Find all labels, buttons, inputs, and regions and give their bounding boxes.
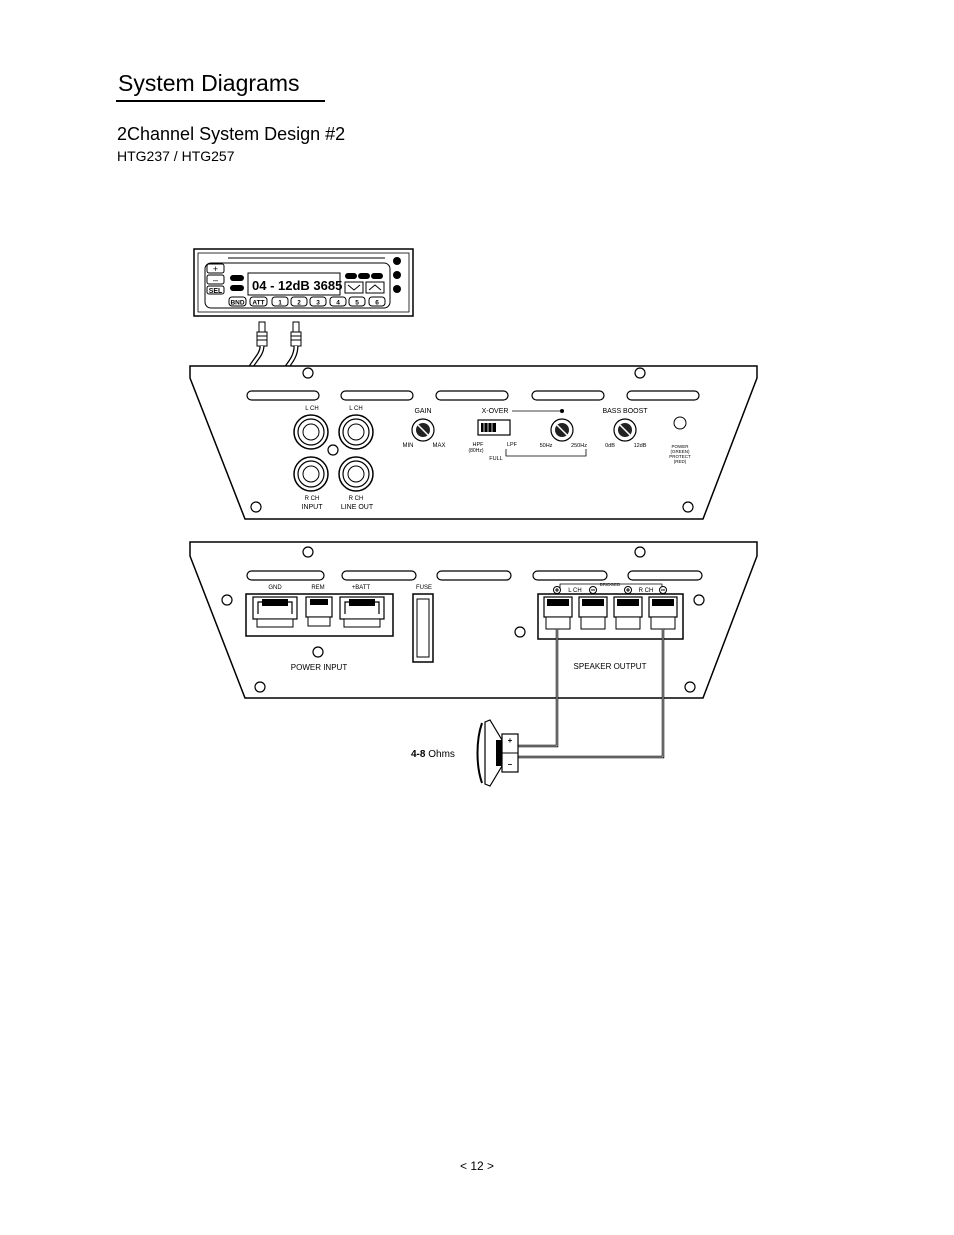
preset-3-label: 3 [316,300,320,307]
speaker-wires [518,629,665,759]
amplifier-terminal-panel: GND REM +BATT POWER INPUT FUSE BRIDGED [189,541,758,699]
batt-terminal[interactable] [339,596,385,628]
boost-low-label: 0dB [605,443,615,449]
speaker-terminal-r-plus[interactable] [613,596,643,630]
batt-label: +BATT [352,585,371,591]
section-title: 2Channel System Design #2 [117,124,346,144]
gain-max-label: MAX [432,443,445,449]
boost-high-label: 12dB [634,443,647,449]
impedance-unit: Ohms [425,749,454,760]
head-unit: + – SEL 04 - 12dB 3685 BND ATT 1 [193,248,414,317]
lineout-r-label: R CH [349,496,364,502]
led-red-label: (RED) [674,459,687,464]
xover-label: X-OVER [482,408,509,415]
gnd-label: GND [268,585,282,591]
rem-terminal[interactable] [305,596,333,627]
preset-6-label: 6 [375,300,379,307]
bnd-button-label: BND [230,300,244,307]
head-unit-button-row: BND ATT 1 2 3 4 5 6 [228,296,386,307]
line-out-label: LINE OUT [341,504,374,511]
bridged-label: BRIDGED [600,582,621,587]
bass-boost-label: BASS BOOST [602,408,648,415]
head-unit-display: 04 - 12dB 3685 [252,278,342,293]
input-l-label: L CH [305,406,318,412]
preset-1-label: 1 [278,300,282,307]
out-r-label: R CH [639,588,654,594]
model-numbers: HTG237 / HTG257 [117,148,235,164]
led-green-label: (GREEN) [671,449,691,454]
speaker-plus-label: + [508,736,513,745]
sel-button-label: SEL [209,288,223,295]
freq-high-label: 250Hz [571,443,587,449]
att-button-label: ATT [252,300,264,307]
impedance-value: 4-8 [411,749,426,760]
preset-4-label: 4 [336,300,340,307]
plus-button-label: + [213,264,218,274]
out-l-label: L CH [568,588,581,594]
hpf-freq-label: (80Hz) [468,448,483,454]
lpf-label: LPF [507,442,518,448]
hpf-label: HPF [473,442,485,448]
gnd-terminal[interactable] [252,596,298,628]
gain-min-label: MIN [403,443,414,449]
input-label: INPUT [302,504,324,511]
amplifier-control-panel: L CH R CH INPUT L CH R CH LINE OUT GAIN … [189,365,758,520]
title-underline [116,100,325,102]
speaker-output-label: SPEAKER OUTPUT [574,662,647,671]
full-label: FULL [489,456,502,462]
speaker-icon: + – [476,719,519,787]
speaker-minus-label: – [508,760,513,769]
gain-label: GAIN [414,408,431,415]
preset-2-label: 2 [297,300,301,307]
minus-button-label: – [213,275,218,285]
fuse-label: FUSE [416,585,432,591]
speaker-terminal-l-plus[interactable] [543,596,573,630]
speaker-terminal-l-minus[interactable] [578,596,608,630]
power-led-icon [673,416,687,430]
lineout-l-label: L CH [349,406,362,412]
page-title: System Diagrams [118,70,300,96]
page-number: < 12 > [459,1159,495,1173]
speaker-terminal-r-minus[interactable] [648,596,678,630]
rem-label: REM [311,585,324,591]
power-input-label: POWER INPUT [291,663,348,672]
preset-5-label: 5 [355,300,359,307]
input-r-label: R CH [305,496,320,502]
impedance-label: 4-8 Ohms [411,749,455,760]
led-protect-label: PROTECT [669,454,691,459]
led-power-label: POWER [671,444,689,449]
freq-low-label: 50Hz [540,443,553,449]
